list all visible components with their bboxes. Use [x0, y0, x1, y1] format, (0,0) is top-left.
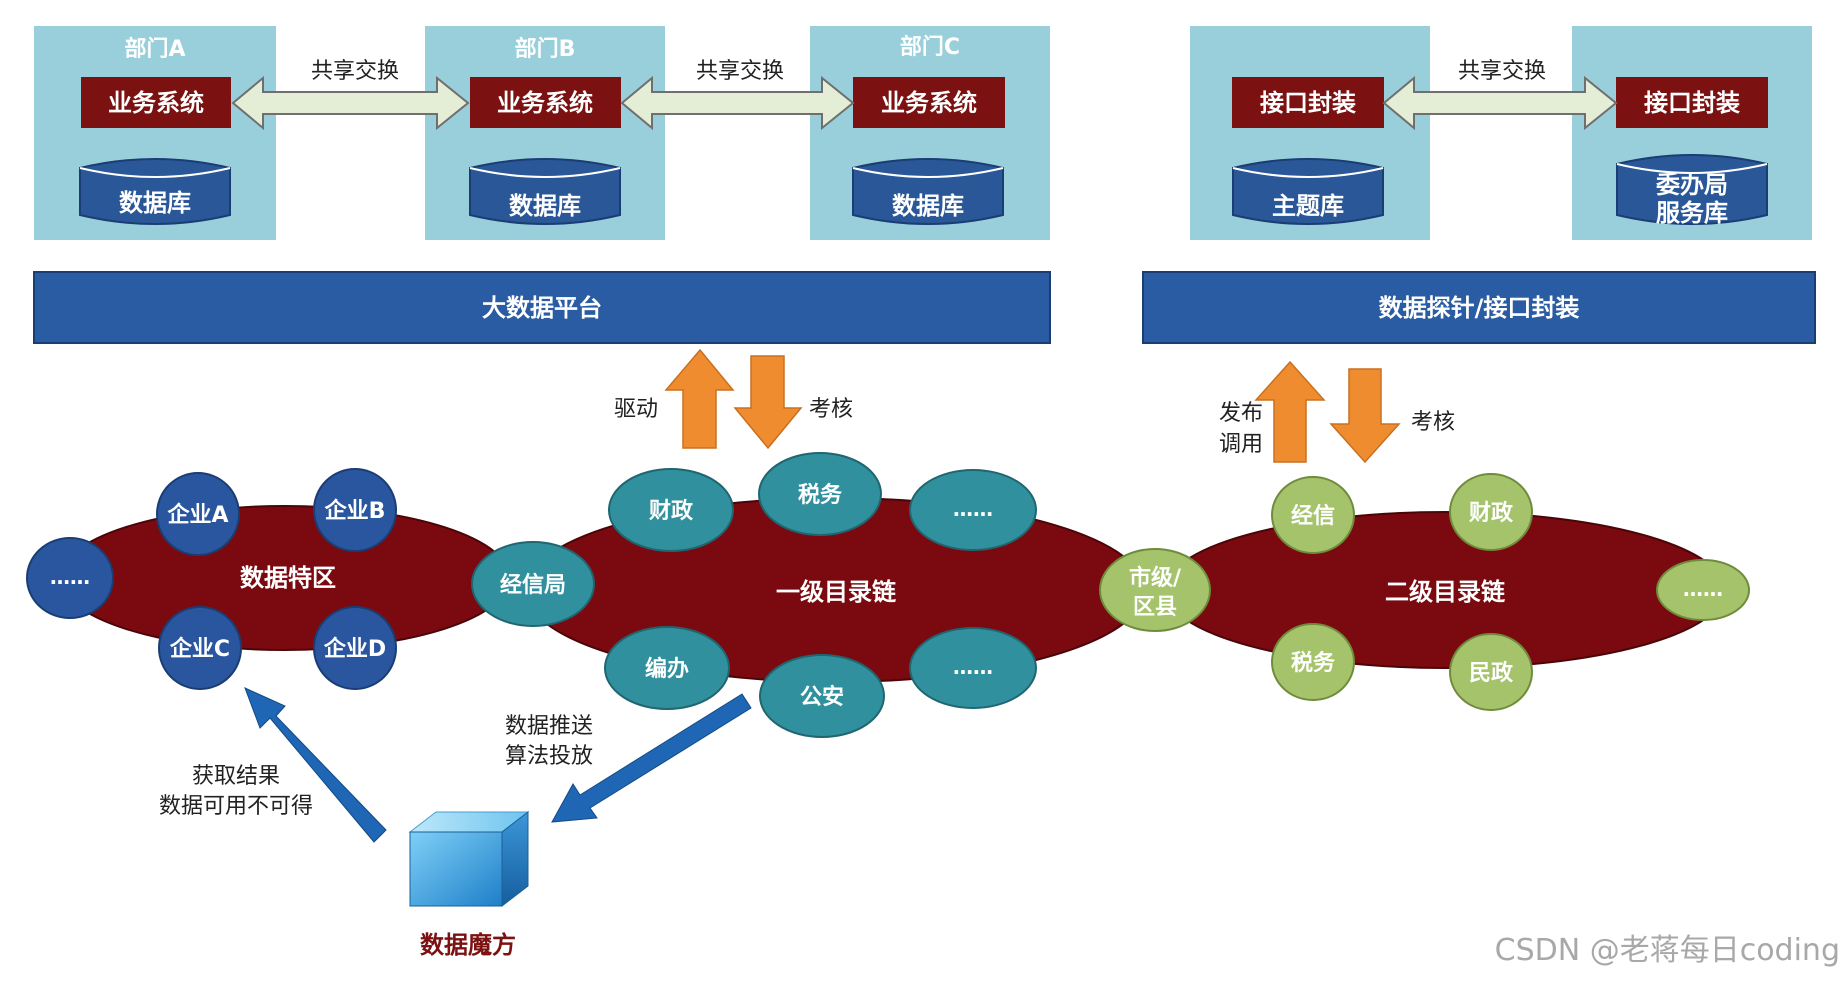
- result-label-line2: 数据可用不可得: [159, 794, 313, 819]
- department-b-system-box: [470, 77, 621, 128]
- assess-label-left: 考核: [809, 397, 853, 422]
- drive-up-arrow: [664, 348, 735, 449]
- theme-database: 主题库: [1232, 158, 1384, 225]
- department-b-panel: 部门B 业务系统 数据库: [425, 26, 665, 240]
- push-label-line1: 数据推送: [505, 714, 593, 739]
- chain1-node-tax-label: 税务: [798, 482, 843, 508]
- result-arrow: [244, 687, 387, 843]
- chain2-node-more-label: ……: [1683, 577, 1723, 601]
- assess-down-arrow-right: [1329, 368, 1401, 464]
- chain2-node-tax-label: 税务: [1291, 650, 1336, 676]
- interface-right-system-label: 接口封装: [1644, 89, 1740, 117]
- chain1-node-finance-label: 财政: [649, 498, 694, 524]
- bureau-service-database-line2: 服务库: [1656, 199, 1728, 227]
- interface-left-system-box: [1232, 77, 1384, 128]
- chain1-link-economic-bureau: 经信局: [471, 541, 595, 627]
- exchange-arrow-right-group: [1382, 75, 1618, 131]
- level1-chain-label: 一级目录链: [776, 578, 897, 606]
- zone-node-enterprise-c-label: 企业C: [169, 636, 230, 662]
- chain1-node-public-security-label: 公安: [800, 684, 844, 710]
- zone-node-enterprise-c: 企业C: [158, 606, 242, 690]
- interface-left-system-label: 接口封装: [1260, 89, 1356, 117]
- bureau-service-database: 委办局 服务库: [1616, 154, 1768, 227]
- department-a-panel: 部门A 业务系统 数据库: [34, 26, 276, 240]
- chain2-link-city-county-line1: 市级/: [1129, 565, 1182, 591]
- zone-node-enterprise-b: 企业B: [313, 468, 397, 552]
- data-magic-cube-icon: [408, 810, 530, 908]
- department-b-name: 部门B: [515, 36, 576, 62]
- exchange-label-right: 共享交换: [1458, 59, 1546, 84]
- chain1-node-more-top-label: ……: [953, 497, 993, 521]
- chain2-node-more: ……: [1656, 559, 1750, 621]
- chain1-node-tax: 税务: [758, 452, 882, 536]
- department-b-database-label: 数据库: [509, 192, 581, 220]
- interface-panel-right: 接口封装 委办局 服务库: [1572, 26, 1812, 240]
- publish-label-line1: 发布: [1219, 401, 1263, 426]
- publish-label-line2: 调用: [1219, 432, 1263, 457]
- exchange-arrow-a-b: [231, 75, 470, 131]
- exchange-arrow-b-c: [620, 75, 855, 131]
- assess-label-right: 考核: [1411, 410, 1455, 435]
- chain2-node-tax: 税务: [1271, 623, 1355, 701]
- chain2-link-city-county: 市级/ 区县: [1099, 548, 1211, 632]
- chain1-node-public-security: 公安: [759, 654, 885, 738]
- chain2-node-economic: 经信: [1271, 476, 1355, 554]
- theme-database-label: 主题库: [1272, 192, 1344, 220]
- chain1-node-finance: 财政: [608, 468, 734, 552]
- chain2-node-civil-affairs-label: 民政: [1469, 660, 1514, 686]
- assess-down-arrow-left: [733, 355, 803, 450]
- chain2-node-economic-label: 经信: [1291, 503, 1335, 529]
- chain1-node-staffing-office-label: 编办: [645, 656, 689, 682]
- chain2-node-civil-affairs: 民政: [1449, 633, 1533, 711]
- department-a-name: 部门A: [124, 36, 185, 62]
- zone-node-enterprise-d: 企业D: [313, 606, 397, 690]
- exchange-label-a-b: 共享交换: [311, 59, 399, 84]
- push-arrow: [551, 693, 752, 823]
- zone-node-more-label: ……: [50, 565, 90, 589]
- chain2-node-finance: 财政: [1449, 473, 1533, 551]
- chain1-link-economic-bureau-label: 经信局: [500, 572, 566, 598]
- zone-node-enterprise-d-label: 企业D: [323, 636, 386, 662]
- department-b-system-label: 业务系统: [497, 89, 593, 117]
- department-a-system-label: 业务系统: [108, 89, 204, 117]
- department-b-database: 数据库: [469, 158, 621, 225]
- chain1-node-more-top: ……: [909, 469, 1037, 551]
- big-data-platform-bar: [33, 271, 1051, 344]
- data-probe-bar: [1142, 271, 1816, 344]
- exchange-label-b-c: 共享交换: [696, 59, 784, 84]
- department-a-system-box: [81, 77, 231, 128]
- zone-node-enterprise-a-label: 企业A: [166, 502, 228, 528]
- chain2-node-finance-label: 财政: [1469, 500, 1514, 526]
- chain1-node-staffing-office: 编办: [604, 626, 730, 710]
- big-data-platform-label: 大数据平台: [482, 294, 602, 322]
- chain1-node-more-bottom: ……: [909, 627, 1037, 709]
- level2-chain-label: 二级目录链: [1385, 578, 1506, 606]
- interface-right-system-box: [1616, 77, 1768, 128]
- drive-label: 驱动: [614, 397, 658, 422]
- bureau-service-database-line1: 委办局: [1655, 171, 1728, 199]
- chain2-link-city-county-line2: 区县: [1133, 595, 1177, 620]
- department-a-database: 数据库: [79, 158, 231, 225]
- zone-node-enterprise-b-label: 企业B: [324, 498, 386, 524]
- department-c-panel: 部门C 业务系统 数据库: [810, 26, 1050, 240]
- department-a-database-label: 数据库: [119, 189, 191, 217]
- department-c-system-label: 业务系统: [881, 89, 977, 117]
- department-c-database: 数据库: [852, 158, 1004, 225]
- interface-panel-left: 接口封装 主题库: [1190, 26, 1430, 240]
- csdn-watermark: CSDN @老蒋每日coding: [1495, 933, 1840, 968]
- zone-node-more: ……: [26, 537, 114, 619]
- data-zone-label: 数据特区: [240, 564, 336, 592]
- push-label-line2: 算法投放: [505, 744, 593, 769]
- publish-up-arrow: [1254, 360, 1326, 463]
- data-magic-label: 数据魔方: [420, 931, 516, 959]
- data-probe-label: 数据探针/接口封装: [1379, 294, 1580, 322]
- result-label-line1: 获取结果: [192, 764, 280, 789]
- department-c-database-label: 数据库: [892, 192, 964, 220]
- department-c-name: 部门C: [900, 34, 960, 60]
- zone-node-enterprise-a: 企业A: [156, 472, 240, 556]
- department-c-system-box: [853, 77, 1005, 128]
- chain1-node-more-bottom-label: ……: [953, 655, 993, 679]
